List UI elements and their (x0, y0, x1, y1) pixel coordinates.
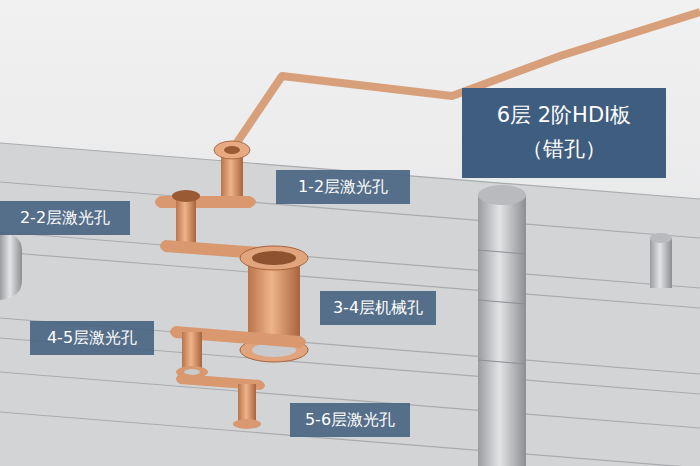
board-section (0, 143, 700, 466)
label-text: 3-4层机械孔 (333, 298, 423, 319)
via-label: 4-5层激光孔 (30, 321, 154, 355)
laser-via (233, 384, 261, 429)
label-text: 2-2层激光孔 (20, 208, 110, 229)
label-text: 5-6层激光孔 (305, 410, 395, 431)
laser-via (214, 141, 250, 202)
label-text: 1-2层激光孔 (298, 177, 388, 198)
through-hole (650, 233, 672, 288)
laser-via (176, 332, 208, 378)
copper-pad (155, 196, 256, 208)
via-label: 3-4层机械孔 (320, 291, 436, 325)
through-hole (0, 232, 22, 300)
through-hole (478, 185, 526, 466)
via-label: 1-2层激光孔 (276, 170, 410, 204)
label-text: （错孔） (522, 133, 606, 167)
label-text: 4-5层激光孔 (47, 328, 137, 349)
laser-via (172, 190, 200, 244)
label-text: 6层 2阶HDI板 (497, 99, 632, 133)
via-label: 2-2层激光孔 (0, 201, 130, 235)
title-box: 6层 2阶HDI板（错孔） (462, 88, 666, 178)
via-label: 5-6层激光孔 (290, 403, 410, 437)
layer-lines (0, 143, 700, 466)
